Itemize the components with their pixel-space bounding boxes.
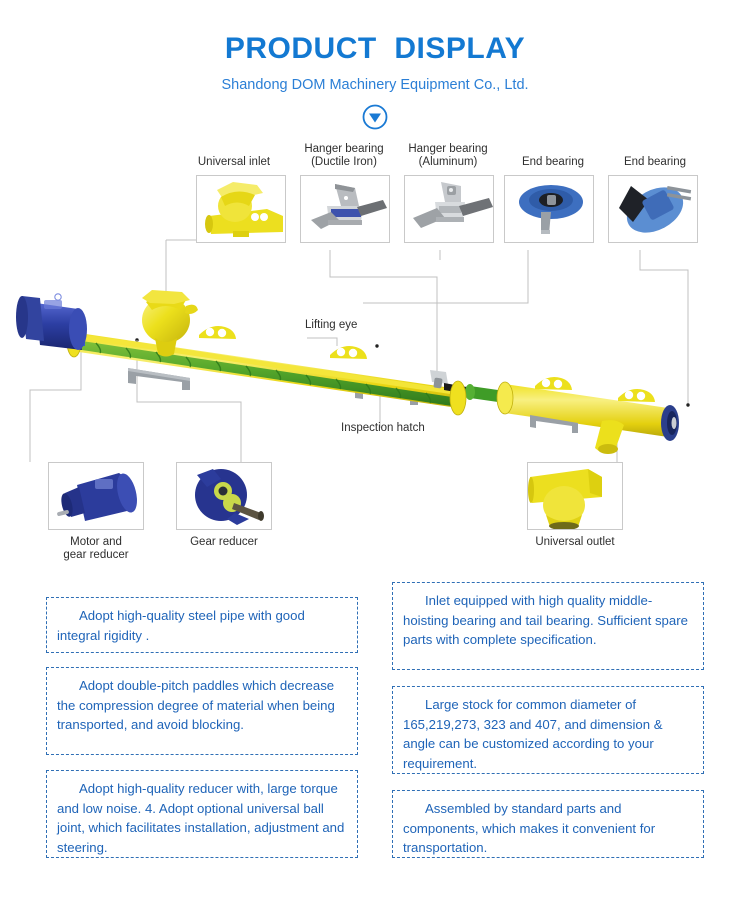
lifting-eye-4 [618,389,655,402]
screw-helix-ribs [95,342,432,404]
thumb-end-bearing-2[interactable] [608,175,698,243]
feature-box-left-2: Adopt double-pitch paddles which decreas… [46,667,358,755]
end-bearing-cap [661,405,679,441]
lifting-eye-3 [535,377,572,390]
chevron-down-circle-icon [0,102,750,132]
label-inspection-hatch: Inspection hatch [341,422,425,434]
thumb-universal-inlet[interactable] [196,175,286,243]
caption-universal-inlet: Universal inlet [197,156,271,168]
universal-outlet-on-tube [595,420,624,454]
feature-box-left-3: Adopt high-quality reducer with, large t… [46,770,358,858]
feature-box-right-3: Assembled by standard parts and componen… [392,790,704,858]
company-subtitle: Shandong DOM Machinery Equipment Co., Lt… [221,77,529,93]
page-header: PRODUCT DISPLAY Shandong DOM Machinery E… [0,0,750,132]
feature-box-left-1: Adopt high-quality steel pipe with good … [46,597,358,653]
leader-lines-top [165,239,689,405]
tube-flange-right-start [496,381,514,415]
leader-line-lifting-eye [307,337,338,346]
caption-gear-reducer: Gear reducer [190,536,258,548]
coupling-green [470,386,498,402]
feature-list: Adopt high-quality steel pipe with good … [0,578,750,878]
page-title: PRODUCT DISPLAY [224,32,526,65]
lifting-eye-2 [330,346,367,359]
caption-motor-and-gear-reducer: Motor and gear reducer [63,536,129,561]
thumb-hanger-bearing-aluminum[interactable] [404,175,494,243]
universal-inlet-on-tube [142,290,198,357]
thumb-hanger-bearing-ductile-iron[interactable] [300,175,390,243]
thumb-gear-reducer[interactable] [176,462,272,530]
thumb-motor-and-gear-reducer[interactable] [48,462,144,530]
lifting-eye-1 [199,326,236,339]
caption-hanger-bearing-aluminum: Hanger bearing (Aluminum) [408,143,488,168]
diagram-artwork [16,239,690,481]
feature-box-right-1: Inlet equipped with high quality middle-… [392,582,704,670]
thumb-universal-outlet[interactable] [527,462,623,530]
conveyor-tube-right [505,384,668,437]
thumb-end-bearing-1[interactable] [504,175,594,243]
exploded-diagram: Universal inlet Hanger bearing (Ductile … [0,140,750,570]
screw-conveyor-illustration [16,290,679,454]
label-lifting-eye: Lifting eye [305,319,358,331]
caption-universal-outlet: Universal outlet [535,536,615,548]
caption-end-bearing-2: End bearing [623,156,687,168]
motor-gear-reducer-assembly [16,293,87,350]
screw-flight [82,341,452,406]
support-foot-right [530,415,578,433]
support-foot-left [128,368,190,390]
caption-end-bearing-1: End bearing [521,156,585,168]
caption-hanger-bearing-ductile-iron: Hanger bearing (Ductile Iron) [304,143,384,168]
feature-box-right-2: Large stock for common diameter of 165,2… [392,686,704,774]
